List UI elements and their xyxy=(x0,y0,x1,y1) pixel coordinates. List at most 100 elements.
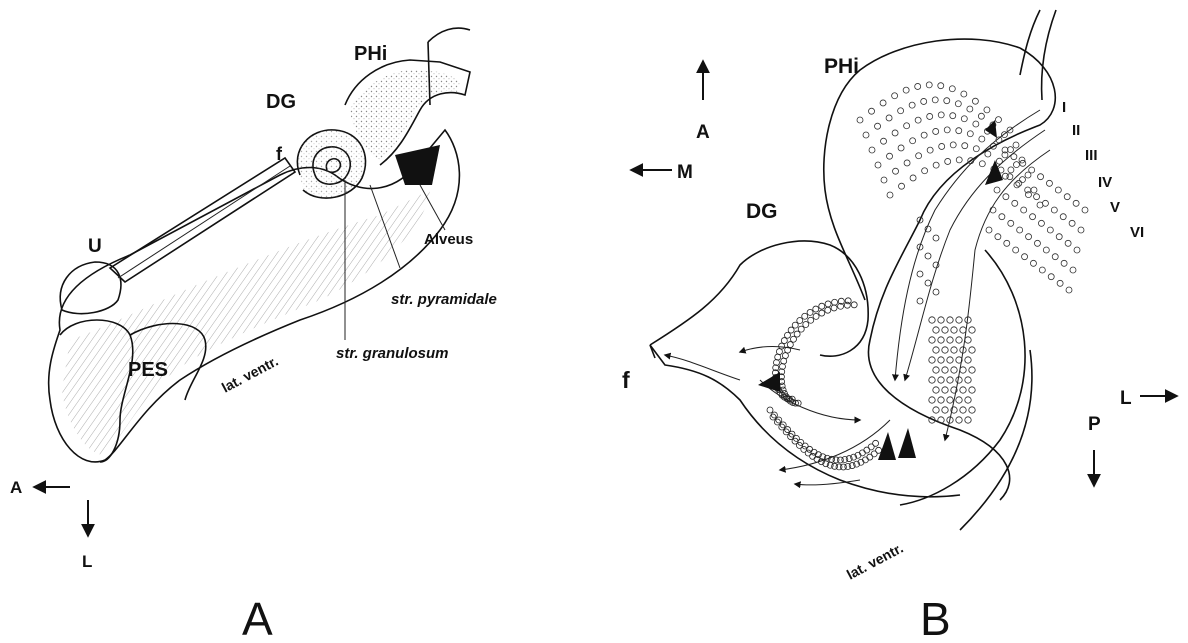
cell xyxy=(1013,247,1019,253)
cell xyxy=(893,168,899,174)
cell xyxy=(944,127,950,133)
cell xyxy=(909,102,915,108)
cell xyxy=(925,280,931,286)
cell xyxy=(867,454,873,460)
phi-top-line-1 xyxy=(1020,10,1040,75)
cell xyxy=(1055,187,1061,193)
cell xyxy=(999,214,1005,220)
cell xyxy=(961,91,967,97)
cell xyxy=(887,192,893,198)
cell xyxy=(1061,260,1067,266)
cell xyxy=(956,417,962,423)
cell xyxy=(979,161,985,167)
cell xyxy=(1021,207,1027,213)
cell xyxy=(986,227,992,233)
cell xyxy=(898,145,904,151)
cell xyxy=(916,153,922,159)
cell xyxy=(950,113,956,119)
cell xyxy=(1030,260,1036,266)
cell xyxy=(781,338,787,344)
cell xyxy=(1066,287,1072,293)
cell xyxy=(863,132,869,138)
cell xyxy=(851,302,857,308)
cell xyxy=(1078,227,1084,233)
cell xyxy=(942,407,948,413)
cell xyxy=(1004,240,1010,246)
orient-a-horizontal: A xyxy=(10,478,22,497)
cell xyxy=(767,407,773,413)
panel-b-labels: PHi DG f lat. ventr. IIIIIIIVVVI A M L P… xyxy=(622,55,1144,643)
phi-dots xyxy=(350,70,460,160)
cell xyxy=(831,305,837,311)
cell xyxy=(942,347,948,353)
fimbria-outline-b xyxy=(650,345,960,497)
cell xyxy=(805,450,811,456)
cell xyxy=(875,123,881,129)
cell xyxy=(774,419,780,425)
cell xyxy=(960,407,966,413)
cell xyxy=(933,128,939,134)
cell xyxy=(929,377,935,383)
cell xyxy=(956,317,962,323)
cell xyxy=(994,187,1000,193)
cell xyxy=(1056,234,1062,240)
cell xyxy=(938,337,944,343)
cell xyxy=(842,457,848,463)
cell xyxy=(951,327,957,333)
cell xyxy=(950,142,956,148)
label-alveus: Alveus xyxy=(424,231,473,248)
cell xyxy=(917,298,923,304)
cell xyxy=(864,447,870,453)
cell xyxy=(942,367,948,373)
cell xyxy=(904,123,910,129)
cell xyxy=(1070,267,1076,273)
layer-label-ii: II xyxy=(1072,122,1080,139)
cell xyxy=(1065,240,1071,246)
cell xyxy=(967,131,973,137)
label-u: U xyxy=(88,236,102,257)
cell xyxy=(881,138,887,144)
cell xyxy=(917,271,923,277)
pathway-3 xyxy=(945,150,1050,440)
cell xyxy=(1047,227,1053,233)
cell xyxy=(1051,207,1057,213)
orient-b-up: A xyxy=(696,122,710,143)
cell xyxy=(969,407,975,413)
cell xyxy=(961,116,967,122)
cell xyxy=(947,337,953,343)
cell xyxy=(925,253,931,259)
cell xyxy=(1026,234,1032,240)
cell xyxy=(942,327,948,333)
cell xyxy=(1052,254,1058,260)
cell xyxy=(776,417,782,423)
cell xyxy=(985,151,991,157)
neuron-triangle-4 xyxy=(758,372,780,392)
dg-outline xyxy=(650,241,868,356)
cell xyxy=(825,307,831,313)
phi-cell-layers xyxy=(857,82,1088,293)
cell xyxy=(886,115,892,121)
cell xyxy=(784,332,790,338)
cell xyxy=(938,83,944,89)
cell xyxy=(933,367,939,373)
cell xyxy=(873,440,879,446)
cell xyxy=(776,349,782,355)
cell xyxy=(875,162,881,168)
cell xyxy=(1013,162,1019,168)
cell xyxy=(965,417,971,423)
cell xyxy=(929,317,935,323)
cell xyxy=(1038,174,1044,180)
cell xyxy=(857,117,863,123)
cell xyxy=(819,303,825,309)
label-phi-a: PHi xyxy=(354,43,387,65)
pyramidal-cluster xyxy=(917,217,975,423)
cell xyxy=(798,326,804,332)
cell xyxy=(1008,167,1014,173)
cell xyxy=(949,86,955,92)
cell xyxy=(1073,200,1079,206)
panel-label-a: A xyxy=(242,593,273,643)
cell xyxy=(845,464,851,470)
cell xyxy=(1016,180,1022,186)
label-lat-ventr-a: lat. ventr. xyxy=(219,353,281,396)
cell xyxy=(947,317,953,323)
